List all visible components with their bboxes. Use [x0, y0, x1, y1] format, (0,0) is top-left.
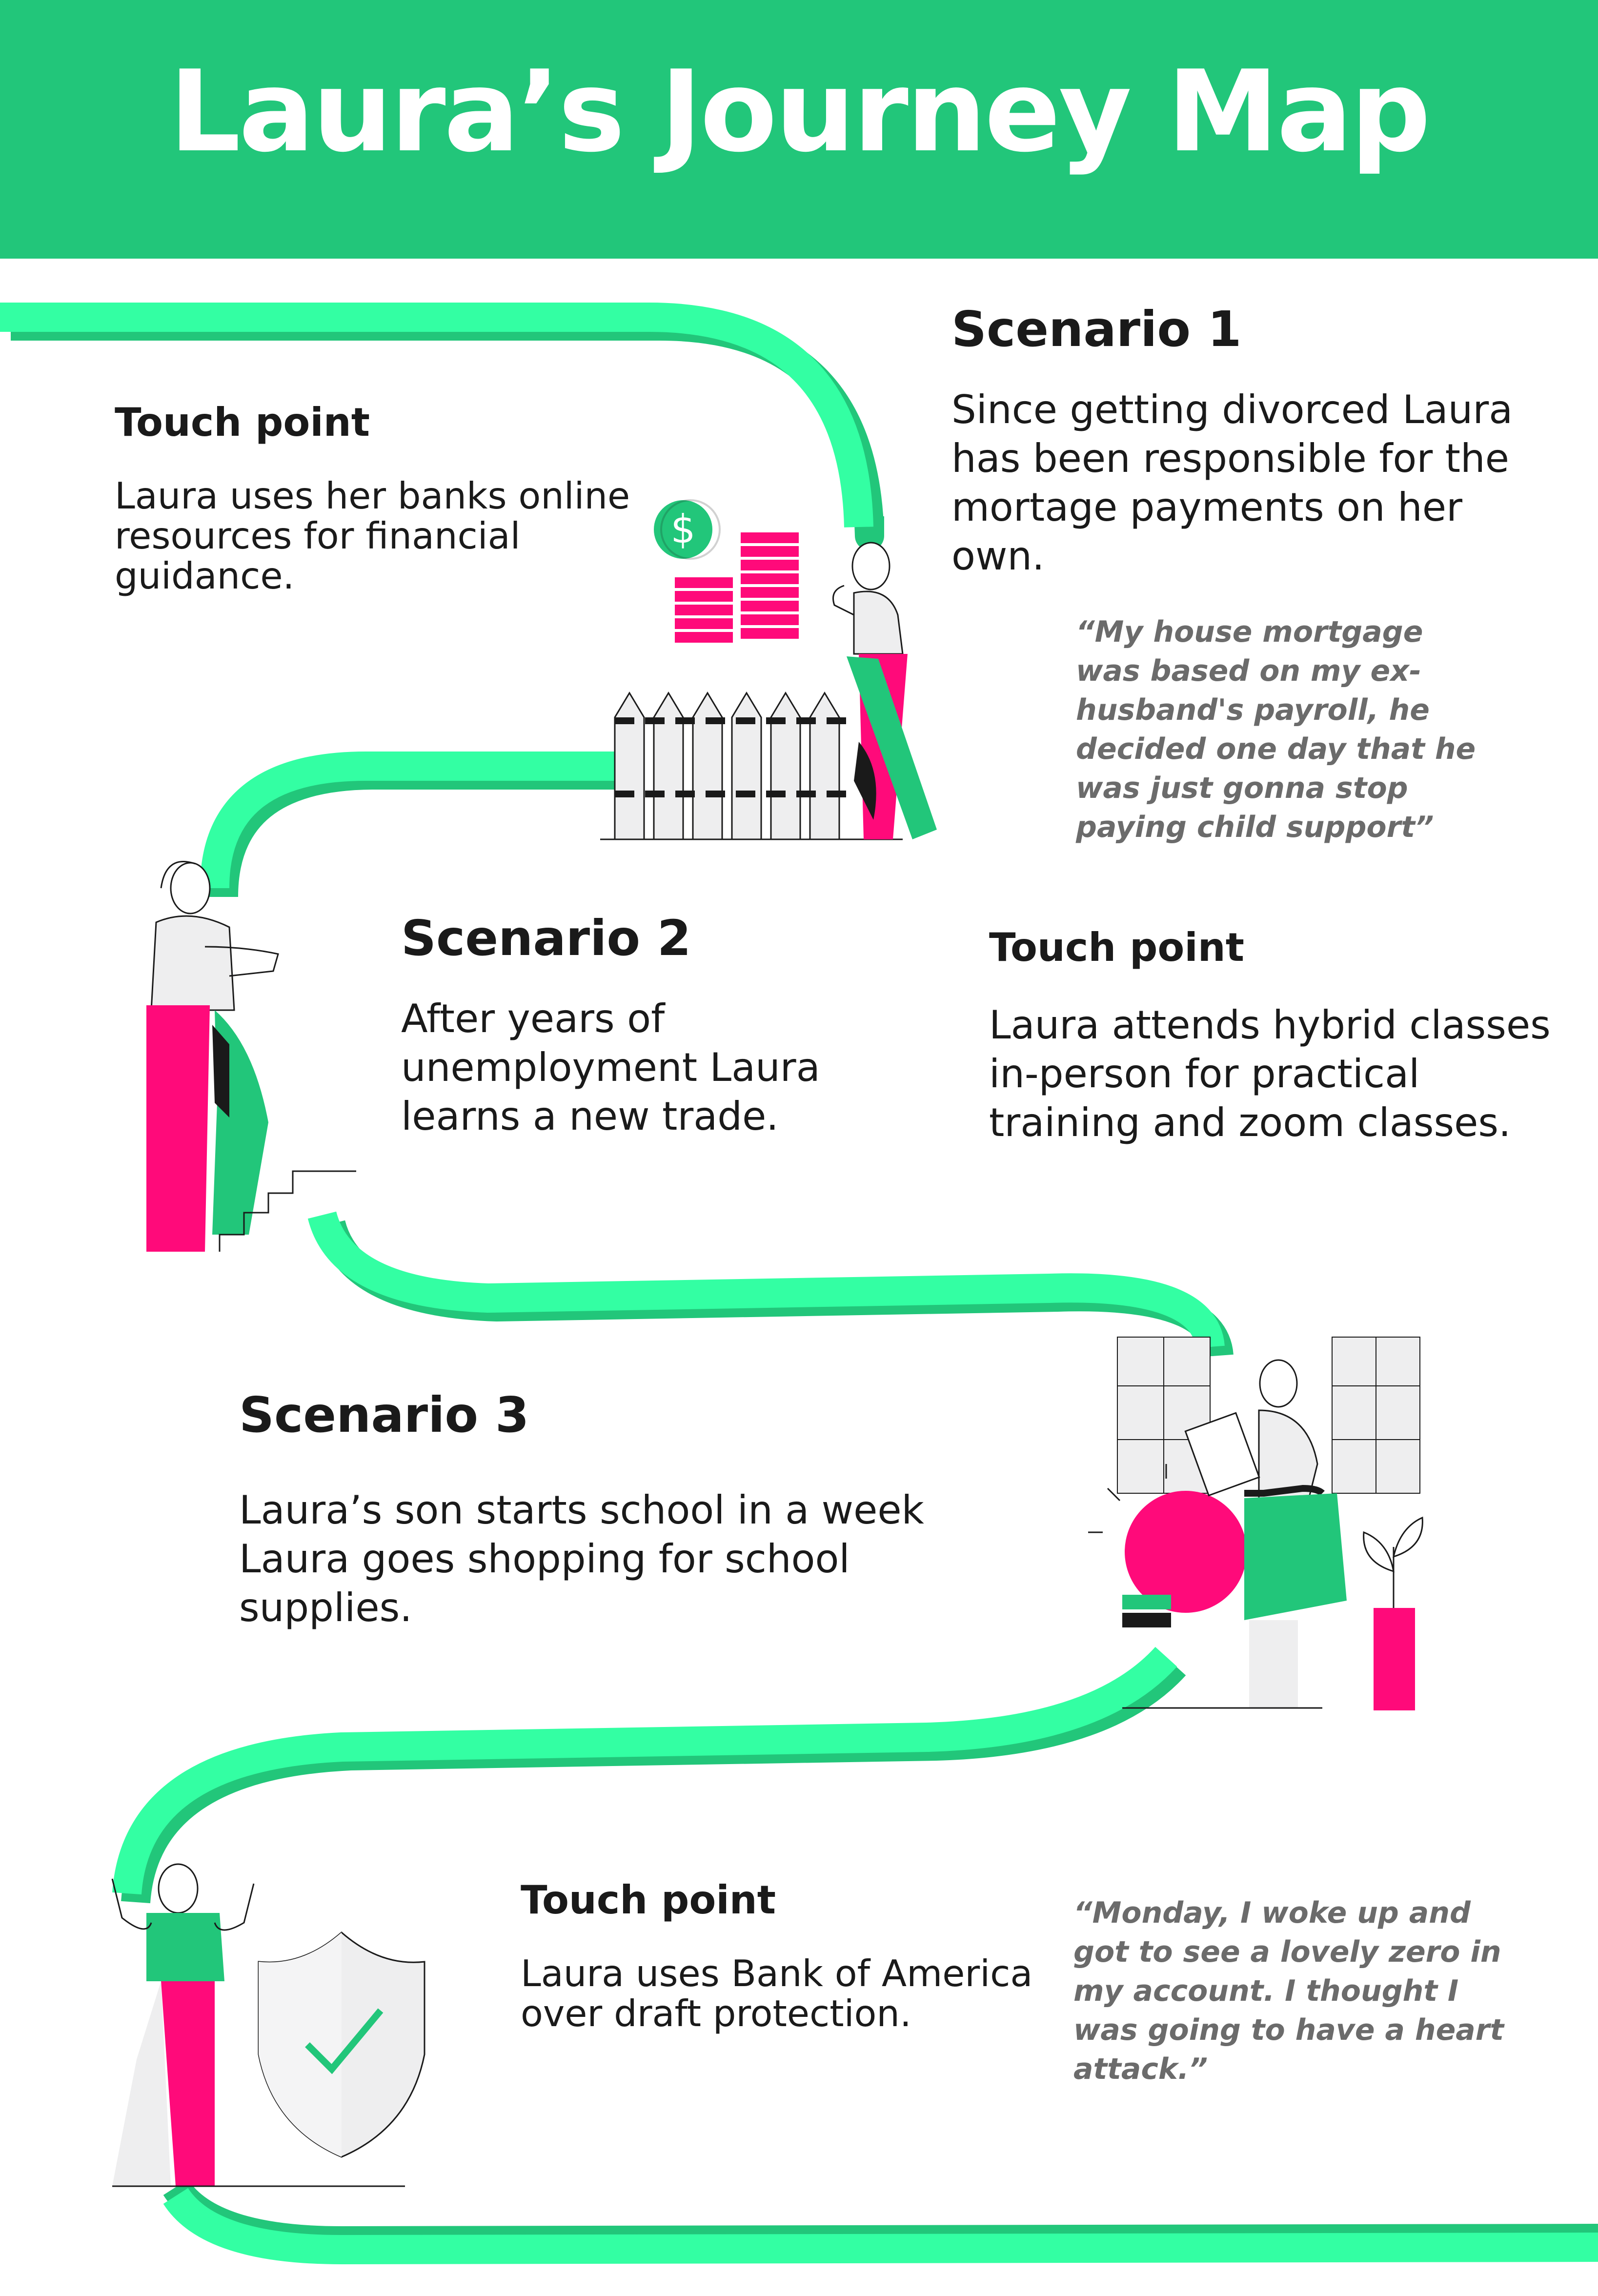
scenario-3-text: Laura’s son starts school in a week Laur…	[239, 1487, 924, 1630]
scenario-2-text: After years of unemployment Laura learns…	[401, 996, 820, 1139]
lightbulb-icon	[1088, 1464, 1259, 1627]
touchpoint-3-quote-text: “Monday, I woke up and got to see a love…	[1073, 1896, 1504, 2086]
touchpoint-2-text: Laura attends hybrid classes in-person f…	[989, 1002, 1551, 1145]
scenario-1-quote: “My house mortgage was based on my ex-hu…	[1076, 612, 1476, 847]
illustration-shopping-supplies	[1088, 1337, 1423, 1710]
scenario-3-heading: Scenario 3	[239, 1386, 529, 1443]
checkmark-icon	[305, 2008, 384, 2074]
header-banner	[0, 0, 1598, 259]
touchpoint-1-heading: Touch point	[115, 400, 370, 445]
touchpoint-3-quote: “Monday, I woke up and got to see a love…	[1073, 1893, 1522, 2089]
svg-text:$: $	[671, 507, 696, 552]
illustration-savings-fence: $	[600, 499, 937, 840]
dollar-coin-icon: $	[654, 499, 721, 560]
scenario-2-heading: Scenario 2	[401, 910, 691, 967]
shield-icon	[258, 1931, 425, 2158]
touchpoint-3-text: Laura uses Bank of America over draft pr…	[521, 1952, 1033, 2035]
scenario-3: Scenario 3 Laura’s son starts school in …	[239, 1388, 951, 1632]
scenario-1: Scenario 1 Since getting divorced Laura …	[951, 303, 1537, 581]
scenario-1-quote-text: “My house mortgage was based on my ex-hu…	[1076, 615, 1476, 844]
page-title: Laura’s Journey Map	[169, 47, 1431, 177]
touchpoint-1: Touch point Laura uses her banks online …	[115, 401, 632, 596]
scenario-1-text: Since getting divorced Laura has been re…	[951, 387, 1513, 579]
illustration-protection-shield	[111, 1863, 425, 2187]
touchpoint-3: Touch point Laura uses Bank of America o…	[521, 1877, 1048, 2035]
illustration-woman-stairs	[146, 861, 356, 1252]
scenario-1-heading: Scenario 1	[951, 301, 1242, 358]
touchpoint-2: Touch point Laura attends hybrid classes…	[989, 926, 1575, 1147]
scenario-2: Scenario 2 After years of unemployment L…	[401, 912, 870, 1141]
touchpoint-3-heading: Touch point	[521, 1877, 776, 1923]
touchpoint-2-heading: Touch point	[989, 925, 1244, 970]
touchpoint-1-text: Laura uses her banks online resources fo…	[115, 474, 630, 597]
